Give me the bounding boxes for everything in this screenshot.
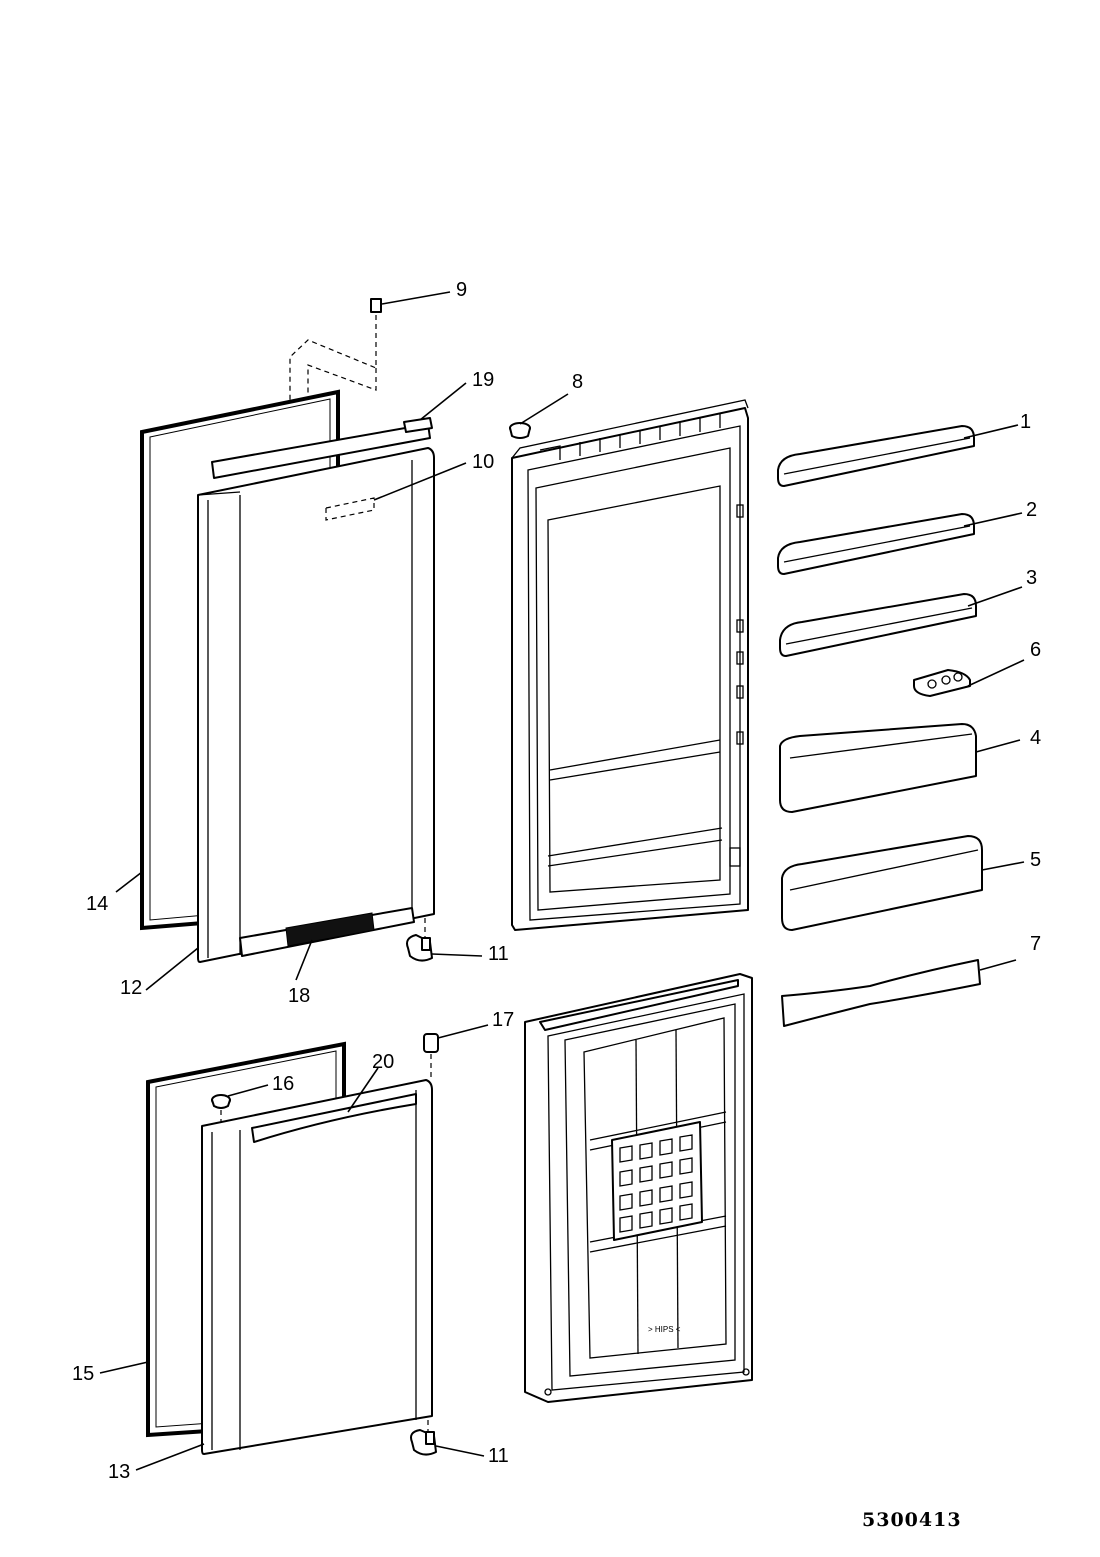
food-icons-panel — [619, 1134, 693, 1233]
upper-inner-door-liner — [511, 399, 749, 931]
callout-8: 8 — [572, 371, 583, 393]
callout-16: 16 — [272, 1073, 294, 1095]
door-panel-mark: > HIPS < — [648, 1325, 681, 1334]
part-17-pin — [423, 1033, 439, 1080]
part-1-door-shelf — [777, 425, 975, 487]
callout-12: 12 — [120, 977, 142, 999]
part-6-egg-tray — [913, 669, 971, 697]
callout-10: 10 — [472, 451, 494, 473]
callout-11-lower: 11 — [488, 1445, 509, 1467]
callout-20: 20 — [372, 1051, 394, 1073]
callout-9: 9 — [456, 279, 467, 301]
part-19-top-trim — [211, 417, 433, 479]
drawing-code: 5300413 — [862, 1509, 962, 1531]
callout-13: 13 — [108, 1461, 130, 1483]
callout-1: 1 — [1020, 411, 1031, 433]
part-8-plug — [509, 422, 531, 439]
callout-6: 6 — [1030, 639, 1041, 661]
part-2-door-shelf — [777, 513, 975, 575]
callout-19: 19 — [472, 369, 494, 391]
callout-15: 15 — [72, 1363, 94, 1385]
callout-5: 5 — [1030, 849, 1041, 871]
callout-4: 4 — [1030, 727, 1041, 749]
callout-labels: 1 2 3 4 5 6 7 8 9 10 11 11 12 13 14 15 1… — [72, 279, 1041, 1483]
leader-lines — [99, 291, 1025, 1471]
part-4-door-bin — [779, 723, 977, 813]
part-11-upper-hinge — [406, 918, 433, 962]
callout-7: 7 — [1030, 933, 1041, 955]
part-12-upper-outer-door — [197, 447, 435, 963]
callout-14: 14 — [86, 893, 108, 915]
part-3-door-shelf — [779, 593, 977, 657]
lower-inner-door-liner: > HIPS < — [524, 973, 753, 1403]
part-5-door-bin — [781, 835, 983, 931]
callout-18: 18 — [288, 985, 310, 1007]
callout-3: 3 — [1026, 567, 1037, 589]
part-7-door-seal-strip — [781, 959, 981, 1027]
callout-11-upper: 11 — [488, 943, 509, 965]
part-13-lower-outer-door — [201, 1079, 433, 1455]
part-16-plug — [211, 1094, 231, 1128]
part-11-lower-hinge — [410, 1420, 437, 1456]
callout-17: 17 — [492, 1009, 514, 1031]
callout-2: 2 — [1026, 499, 1037, 521]
